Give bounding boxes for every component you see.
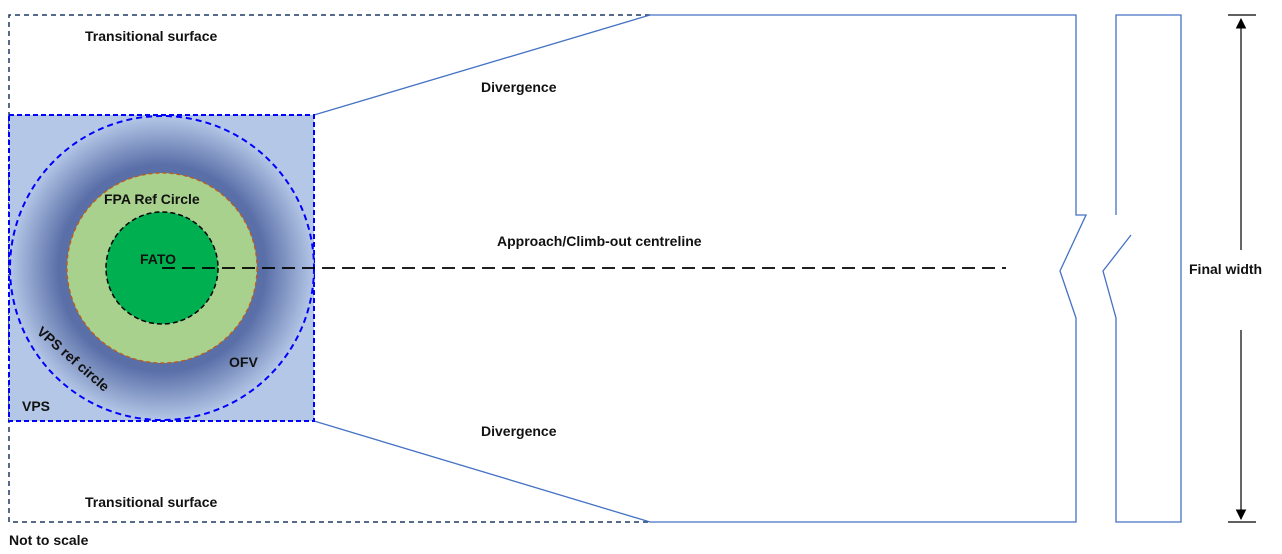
label-fato: FATO	[140, 251, 176, 267]
label-fpa-ref-circle: FPA Ref Circle	[104, 191, 200, 207]
approach-surface-far-section	[1102, 14, 1182, 523]
label-not-to-scale: Not to scale	[9, 532, 89, 548]
label-final-width: Final width	[1189, 261, 1262, 277]
label-vps: VPS	[22, 398, 50, 414]
label-transitional-bottom: Transitional surface	[85, 494, 217, 510]
label-centreline: Approach/Climb-out centreline	[497, 233, 702, 249]
label-ofv: OFV	[229, 354, 258, 370]
label-transitional-top: Transitional surface	[85, 28, 217, 44]
approach-surface-outline	[313, 14, 1088, 523]
label-divergence-top: Divergence	[481, 79, 557, 95]
label-divergence-bottom: Divergence	[481, 423, 557, 439]
